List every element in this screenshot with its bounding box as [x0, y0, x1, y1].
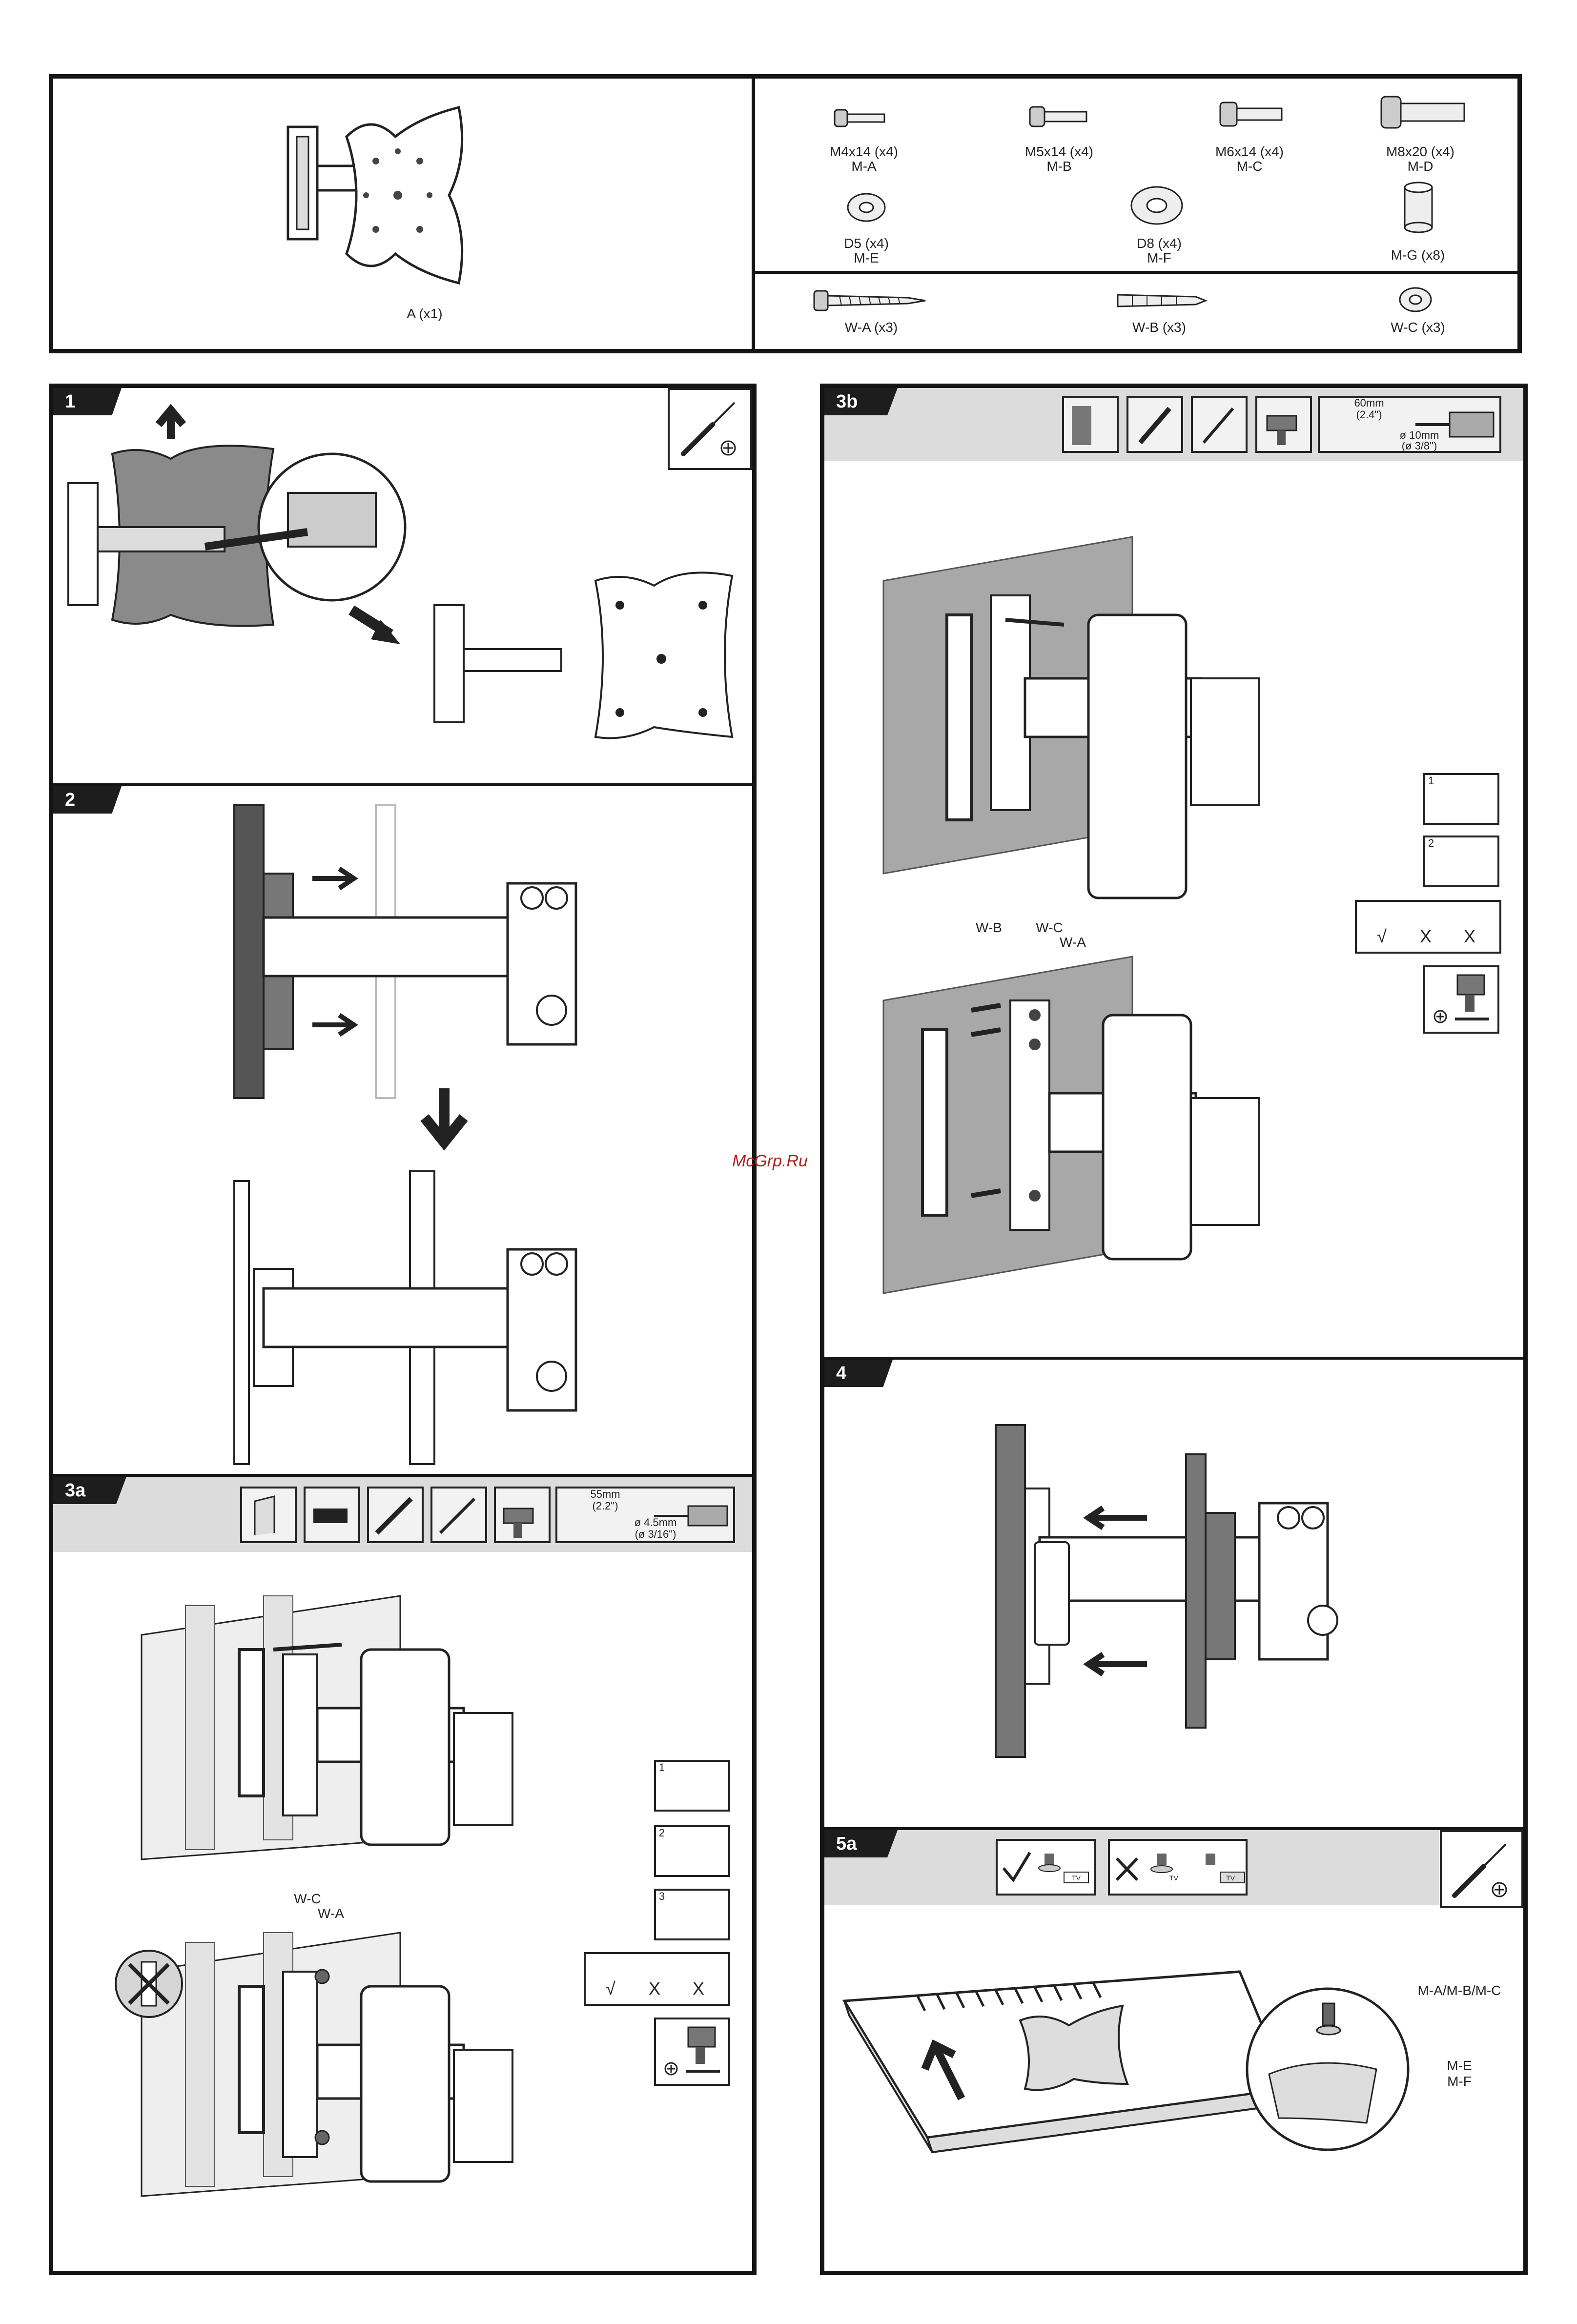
washer-m-f-code: M-F: [1108, 251, 1210, 265]
step-3b-sub-1-num: 1: [1426, 775, 1436, 787]
step-3b-4-divider: [824, 1357, 1523, 1360]
step-3a-level-bad-1: X: [642, 1981, 667, 1996]
step-3a-label-wc: W-C: [288, 1892, 327, 1906]
step-3b-concrete-wall-lower: [879, 952, 1298, 1303]
step-3b-concrete-wall-upper: [879, 532, 1298, 883]
step-5a-tv-back-illustration: [840, 1933, 1498, 2255]
spacer-m-g-icon: [1399, 181, 1438, 234]
step-3a-drill-dia-in: (ø 3/16"): [629, 1529, 682, 1540]
watermark: McGrp.Ru: [732, 1152, 808, 1171]
drill-bit-3b-icon: [1445, 405, 1498, 444]
step-4-illustration: [986, 1415, 1415, 1767]
screw-m-c-code: M-C: [1196, 159, 1303, 174]
step-3b-drill-depth-in: (2.4"): [1342, 409, 1396, 421]
step-3a-sub-1-num: 1: [657, 1762, 667, 1774]
wood-screw-w-a-icon: [810, 287, 932, 314]
screw-m-c-icon: [1215, 98, 1293, 132]
washer-m-f-size: D8 (x4): [1108, 236, 1210, 251]
spacer-m-g-label: M-G (x8): [1367, 248, 1469, 263]
step-3a-drill-depth-mm: 55mm: [576, 1488, 635, 1500]
step-2-illustration: [215, 800, 654, 1474]
step-5a-screw-label: M-A/M-B/M-C: [1411, 1983, 1508, 1998]
step-3b-tool-icons: [1062, 396, 1316, 453]
washer-m-f-icon: [1127, 183, 1186, 227]
step-3a-drill-depth-in: (2.2"): [576, 1500, 635, 1512]
step-1-2-divider: [53, 783, 752, 786]
step-3a-drill-dia-mm: ø 4.5mm: [629, 1517, 682, 1529]
step-3a-tag: 3a: [53, 1477, 126, 1504]
step-3b-level-bad-2: X: [1457, 929, 1482, 944]
step-3a-sub-2-num: 2: [657, 1827, 667, 1839]
step-3b-tag: 3b: [824, 388, 898, 415]
parts-divider-horizontal: [755, 271, 1518, 274]
tv-label-1: TV: [1064, 1874, 1088, 1882]
step-5a-washer-f-label: M-F: [1440, 2074, 1479, 2089]
screw-m-a-code: M-A: [810, 159, 918, 174]
bracket-a-label: A (x1): [376, 306, 473, 321]
bracket-a-illustration: [273, 98, 508, 312]
screw-m-d-icon: [1376, 93, 1474, 134]
step-3b-level-bad-1: X: [1413, 929, 1438, 944]
step-3b-level-ok: √: [1370, 929, 1394, 944]
step-3b-drill-dia-in: (ø 3/8"): [1395, 440, 1444, 452]
step-3a-drill-screw-icon: [659, 2022, 727, 2081]
step-3a-sub-3-num: 3: [657, 1891, 667, 1902]
screw-m-b-icon: [1025, 101, 1098, 132]
parts-divider-vertical: [752, 78, 755, 349]
drill-bit-3a-icon: [683, 1496, 732, 1535]
wall-anchor-w-b-label: W-B (x3): [1108, 320, 1210, 335]
tv-mount-check-icons: [996, 1839, 1249, 1896]
step-3a-wood-wall-upper: [137, 1586, 527, 1859]
step-3b-drill-depth-mm: 60mm: [1342, 397, 1396, 409]
screw-m-b-code: M-B: [1005, 159, 1113, 174]
wall-anchor-w-b-icon: [1113, 287, 1210, 314]
step-3b-label-wa: W-A: [1053, 935, 1092, 950]
screw-m-d-size: M8x20 (x4): [1367, 144, 1474, 159]
step-3a-label-wa: W-A: [311, 1906, 350, 1921]
step-5a-screwdriver-icon: [1445, 1837, 1518, 1905]
no-anchor-icon: [112, 1947, 185, 2020]
step-4-tag: 4: [824, 1360, 893, 1387]
washer-m-e-size: D5 (x4): [815, 236, 918, 251]
step-3b-label-wb: W-B: [969, 920, 1008, 935]
step-1-illustration: [59, 420, 732, 771]
screw-m-c-size: M6x14 (x4): [1196, 144, 1303, 159]
screw-m-d-code: M-D: [1367, 159, 1474, 174]
wall-screw-w-a-label: W-A (x3): [820, 320, 922, 335]
washer-m-e-icon: [844, 190, 888, 224]
step-2-tag: 2: [53, 786, 122, 814]
step-5a-tag: 5a: [824, 1830, 898, 1857]
washer-w-c-icon: [1396, 285, 1435, 314]
step-5a-washer-e-label: M-E: [1440, 2059, 1479, 2073]
step-3b-label-wc: W-C: [1030, 920, 1069, 935]
tv-label-3: TV: [1218, 1874, 1243, 1882]
step-3a-wood-wall-lower: [137, 1923, 527, 2196]
screw-m-b-size: M5x14 (x4): [1005, 144, 1113, 159]
screw-m-a-size: M4x14 (x4): [810, 144, 918, 159]
washer-w-c-label: W-C (x3): [1367, 320, 1469, 335]
screw-m-a-icon: [830, 102, 898, 132]
parts-list-panel: [49, 74, 1522, 353]
step-3a-tool-icons: [240, 1487, 553, 1543]
step-1-tag: 1: [53, 388, 122, 415]
step-3b-drill-screw-icon: [1428, 970, 1496, 1029]
step-3b-sub-2-num: 2: [1426, 837, 1436, 849]
tv-label-2: TV: [1162, 1874, 1186, 1882]
washer-m-e-code: M-E: [815, 251, 918, 265]
step-3a-level-ok: √: [598, 1981, 623, 1996]
step-3a-level-bad-2: X: [686, 1981, 711, 1996]
